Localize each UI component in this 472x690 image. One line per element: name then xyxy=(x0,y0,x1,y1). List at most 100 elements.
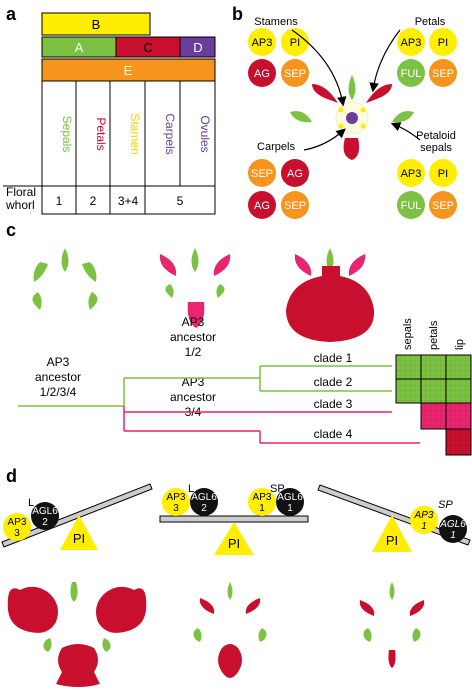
gene-label: FUL xyxy=(401,68,422,80)
column-lip: lip xyxy=(454,339,466,350)
agl6-label: AGL6 xyxy=(277,492,303,503)
flower-medium-lip xyxy=(193,582,267,678)
class-c-label: C xyxy=(143,40,152,55)
phylogeny-tree: AP3 ancestor 1/2/3/4 AP3 ancestor 1/2 AP… xyxy=(18,315,420,444)
agl6-circle xyxy=(439,515,467,543)
agl6-label: AGL6 xyxy=(439,519,466,530)
gene-circle-ag xyxy=(248,59,276,87)
petaloid-gene-cluster: AP3 PI FUL SEP xyxy=(397,159,457,219)
agl6-number: 1 xyxy=(450,530,456,541)
panel-label-d: d xyxy=(6,466,17,486)
clade-2-label: clade 2 xyxy=(314,375,353,389)
carpels-label: Carpels xyxy=(257,141,295,153)
expression-grid: sepals petals lip xyxy=(395,318,472,456)
gene-label: AG xyxy=(254,68,270,80)
gene-label: SEP xyxy=(432,200,454,212)
gene-circle-sep xyxy=(248,159,276,187)
organ-ovules: Ovules xyxy=(198,115,212,152)
cell-c1-lip xyxy=(445,354,472,380)
gene-circle-pi xyxy=(281,28,309,56)
agl6-label: AGL6 xyxy=(32,506,58,517)
gene-label: AP3 xyxy=(401,37,422,49)
flower-sepals-only xyxy=(32,248,98,310)
panel-b: b Stamens Petals Carpels Petaloid sepals… xyxy=(232,4,457,219)
organ-sepals: Sepals xyxy=(60,116,74,153)
ap3-label: AP3 xyxy=(8,517,27,528)
stamens-gene-cluster: AP3 PI AG SEP xyxy=(248,28,309,87)
panel-d: d PI L AP3 3 AGL6 2 PI L SP AP3 3 AGL6 xyxy=(1,466,471,687)
agl6-label: AGL6 xyxy=(191,492,217,503)
whorl-3-4: 3+4 xyxy=(118,194,139,208)
cell-c2-petals xyxy=(420,378,447,404)
panel-a: a B A C D E Sepals Petals Stamen Carpels… xyxy=(3,4,216,215)
ap3-circle xyxy=(3,513,31,541)
ap3-number: 1 xyxy=(259,503,265,514)
clade-3-label: clade 3 xyxy=(314,397,353,411)
root-ancestor-l2: ancestor xyxy=(35,370,81,384)
cell-c1-sepals xyxy=(395,354,422,380)
cell-c2-sepals xyxy=(395,378,422,404)
gene-circle-sep xyxy=(281,59,309,87)
orchid-flower-diagram xyxy=(290,75,414,160)
gene-circle-ful xyxy=(397,191,425,219)
class-e-label: E xyxy=(124,63,133,78)
class-d-bar xyxy=(179,36,216,58)
ap3-circle xyxy=(410,506,438,534)
gene-circle-pi xyxy=(429,159,457,187)
class-b-bar xyxy=(41,12,151,36)
anc34-l1: AP3 xyxy=(182,375,205,389)
gene-label: SEP xyxy=(432,68,454,80)
agl6-circle xyxy=(276,488,304,516)
gene-label: PI xyxy=(438,168,448,180)
anc12-l3: 1/2 xyxy=(185,345,202,359)
anc34-l2: ancestor xyxy=(170,390,216,404)
gene-label: SEP xyxy=(284,200,306,212)
panel-label-b: b xyxy=(232,4,243,24)
seesaw-left: PI L AP3 3 AGL6 2 xyxy=(1,483,153,550)
cell-c4-lip xyxy=(445,428,472,456)
gene-label: SEP xyxy=(251,168,273,180)
sp-label: SP xyxy=(438,499,453,511)
gene-label: PI xyxy=(438,37,448,49)
ap3-label: AP3 xyxy=(167,492,186,503)
cell-c1-petals xyxy=(420,354,447,380)
organ-carpels: Carpels xyxy=(163,113,177,154)
agl6-number: 2 xyxy=(201,503,207,514)
whorl-1: 1 xyxy=(56,194,63,208)
root-ancestor-l1: AP3 xyxy=(47,355,70,369)
root-ancestor-l3: 1/2/3/4 xyxy=(40,385,77,399)
ap3-number: 1 xyxy=(421,521,427,532)
gene-label: AP3 xyxy=(401,168,422,180)
stamens-label: Stamens xyxy=(254,16,298,28)
pi-label: PI xyxy=(228,536,240,551)
gene-circle-sep xyxy=(429,59,457,87)
gene-label: AG xyxy=(287,168,303,180)
l-label: L xyxy=(188,483,194,495)
gene-label: FUL xyxy=(401,200,422,212)
whorl-5: 5 xyxy=(177,194,184,208)
class-a-label: A xyxy=(75,40,84,55)
agl6-number: 2 xyxy=(42,517,48,528)
seesaw-middle: PI L SP AP3 3 AGL6 2 AP3 1 AGL6 1 xyxy=(159,483,309,555)
organ-table xyxy=(41,80,216,215)
flower-pink-petals xyxy=(159,248,231,328)
petals-gene-cluster: AP3 PI FUL SEP xyxy=(397,28,457,87)
gene-label: AG xyxy=(254,200,270,212)
agl6-circle xyxy=(190,488,218,516)
gene-circle-sep xyxy=(429,191,457,219)
class-b-label: B xyxy=(92,17,101,32)
gene-label: SEP xyxy=(284,68,306,80)
gene-circle-ful xyxy=(397,59,425,87)
ap3-number: 3 xyxy=(173,503,179,514)
pi-label: PI xyxy=(73,531,85,546)
column-petals: petals xyxy=(428,320,440,350)
petaloid-label-1: Petaloid xyxy=(416,130,456,142)
whorl-2: 2 xyxy=(90,194,97,208)
petals-label: Petals xyxy=(415,16,446,28)
panel-label-c: c xyxy=(6,220,16,240)
carpels-gene-cluster: SEP AG AG SEP xyxy=(248,159,309,219)
agl6-number: 1 xyxy=(287,503,293,514)
gene-circle-ag xyxy=(248,191,276,219)
gene-circle-sep xyxy=(281,191,309,219)
